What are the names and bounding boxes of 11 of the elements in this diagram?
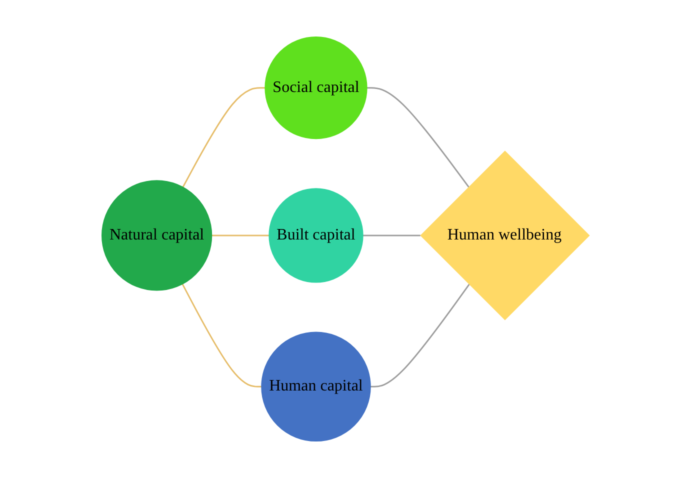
connector (212, 235, 270, 237)
connector (367, 88, 470, 188)
node-circle: Built capital (269, 188, 364, 284)
node-circle: Social capital (265, 36, 368, 140)
connector (363, 235, 421, 237)
connector (182, 284, 262, 388)
connector (182, 88, 266, 188)
node-diamond: Human wellbeing (420, 151, 590, 321)
node-circle: Human capital (262, 332, 372, 442)
connector (370, 284, 470, 388)
node-circle: Natural capital (102, 180, 213, 292)
